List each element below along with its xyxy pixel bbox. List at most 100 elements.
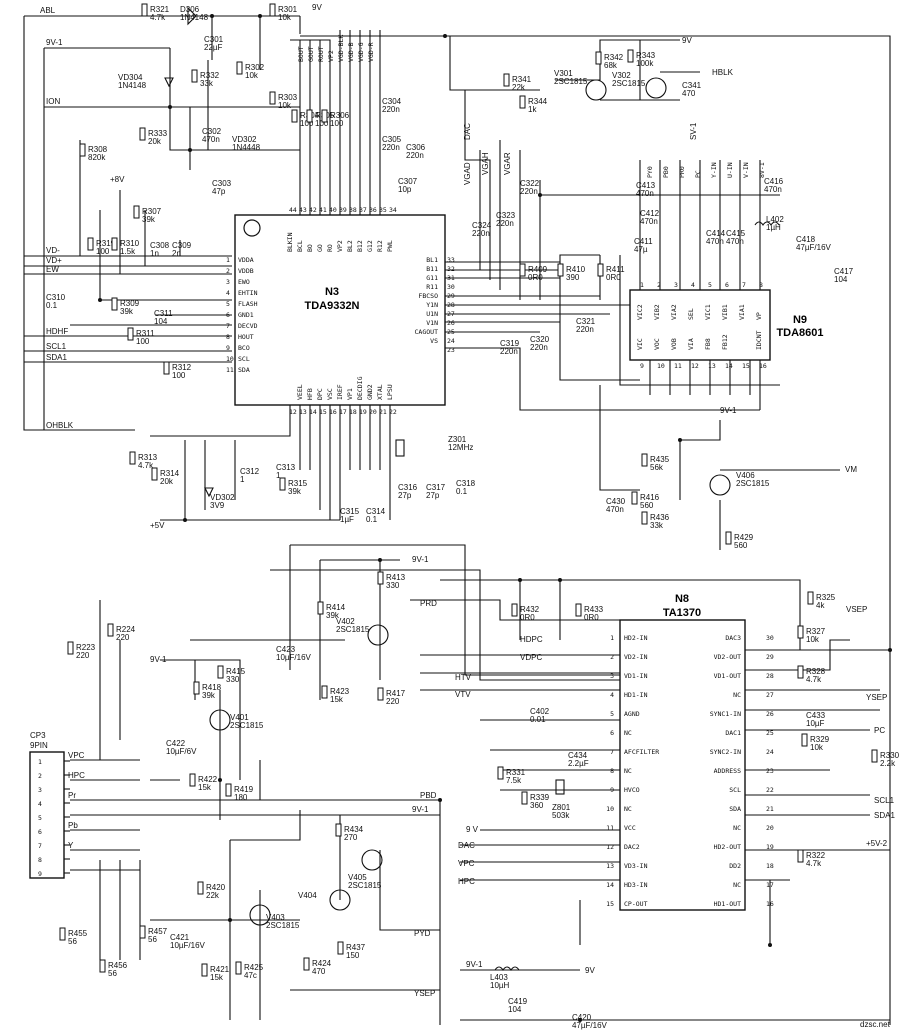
n3-pin-name: FLASH bbox=[238, 300, 258, 308]
resistor-ref: R455 bbox=[68, 929, 88, 938]
resistor-value: 100 bbox=[172, 371, 186, 380]
resistor-ref: R322 bbox=[806, 851, 826, 860]
n9-bus-label: PY0 bbox=[646, 166, 654, 178]
n3-pin-number: 9 bbox=[226, 344, 230, 352]
capacitor-ref: C303 bbox=[212, 179, 232, 188]
n3-pin-number: 35 bbox=[379, 206, 387, 214]
resistor-ref: R410 bbox=[566, 265, 586, 274]
resistor-value: 1.5k bbox=[120, 247, 136, 256]
capacitor-ref: C313 bbox=[276, 463, 296, 472]
resistor-value: 39k bbox=[142, 215, 156, 224]
resistor-value: 560 bbox=[640, 501, 654, 510]
resistor-value: 100 bbox=[330, 119, 344, 128]
n3-pin-number: 20 bbox=[369, 408, 377, 416]
n8-pin-number: 23 bbox=[766, 767, 774, 775]
capacitor-value: 470n bbox=[636, 189, 654, 198]
n8-left-pins: HD2-IN1VD2-IN2VD1-IN3HD1-IN4AGND5NC6AFCF… bbox=[606, 634, 659, 908]
net-plus8v: +8V bbox=[110, 175, 125, 184]
ic-n3: N3 TDA9332N VDDA1VDDB2EWO3EHTIN4FLASH5GN… bbox=[226, 206, 455, 416]
n8-pin-name: VD1-OUT bbox=[714, 672, 741, 680]
net-hdhf: HDHF bbox=[46, 327, 68, 336]
semiconductor-value: 2SC1815 bbox=[230, 721, 264, 730]
capacitor-value: 10p bbox=[398, 185, 412, 194]
net-vpc-n8: VPC bbox=[458, 859, 475, 868]
n3-pin-name: GND2 bbox=[366, 384, 374, 400]
n3-pin-number: 12 bbox=[289, 408, 297, 416]
resistor-ref: R309 bbox=[120, 299, 140, 308]
resistor-body bbox=[87, 237, 94, 251]
resistor-ref: R413 bbox=[386, 573, 406, 582]
capacitor-ref: C315 bbox=[340, 507, 360, 516]
n3-bus-label: VGD-G bbox=[357, 42, 365, 62]
n9-ref: N9 bbox=[793, 314, 807, 326]
resistor-value: 2.2k bbox=[880, 759, 896, 768]
resistor-body bbox=[269, 3, 276, 17]
resistor-value: 4.7k bbox=[138, 461, 154, 470]
n8-pin-name: CP-OUT bbox=[624, 900, 648, 908]
resistor-value: 10k bbox=[806, 635, 820, 644]
n9-bus-label: U-IN bbox=[726, 162, 734, 178]
resistor-ref: R301 bbox=[278, 5, 298, 14]
capacitor-ref: C321 bbox=[576, 317, 596, 326]
resistor-ref: R432 bbox=[520, 605, 540, 614]
n8-pin-name: DAC2 bbox=[624, 843, 640, 851]
resistor-body bbox=[129, 451, 136, 465]
capacitor-value: 47µ bbox=[634, 245, 648, 254]
n9-pin-number: 7 bbox=[742, 281, 746, 289]
n3-pin-name: DECVD bbox=[238, 322, 258, 330]
n3-pin-number: 1 bbox=[226, 256, 230, 264]
resistor-ref: R415 bbox=[226, 667, 246, 676]
n3-pin-number: 41 bbox=[319, 206, 327, 214]
resistor-value: 100 bbox=[300, 119, 314, 128]
n8-pin-number: 4 bbox=[610, 691, 614, 699]
semiconductor-value: 2SC1815 bbox=[336, 625, 370, 634]
capacitor-value: 2n bbox=[172, 249, 181, 258]
n8-pin-number: 30 bbox=[766, 634, 774, 642]
resistor-body bbox=[321, 109, 328, 123]
n8-pin-number: 7 bbox=[610, 748, 614, 756]
n3-pin-name: DPC bbox=[316, 388, 324, 400]
n3-bus-label: GOUT bbox=[307, 46, 315, 62]
n8-pin-name: VCC bbox=[624, 824, 636, 832]
net-ew: EW bbox=[46, 265, 59, 274]
resistor-body bbox=[335, 823, 342, 837]
resistor-body bbox=[497, 766, 504, 780]
net-hdpc: HDPC bbox=[520, 635, 543, 644]
semiconductor-ref: V302 bbox=[612, 71, 631, 80]
net-sv-1: SV-1 bbox=[689, 122, 698, 140]
capacitor-ref: C433 bbox=[806, 711, 826, 720]
semiconductor-value: 2SC1815 bbox=[736, 479, 770, 488]
net-pyd: PYD bbox=[414, 929, 431, 938]
capacitor-ref: C430 bbox=[606, 497, 626, 506]
resistor-ref: R420 bbox=[206, 883, 226, 892]
capacitor-value: 47µF/16V bbox=[796, 243, 832, 252]
net-plus5v-2: +5V-2 bbox=[866, 839, 888, 848]
n3-bus-label: BOUT bbox=[297, 46, 305, 62]
n3-pin-number: 5 bbox=[226, 300, 230, 308]
resistor-ref: R314 bbox=[160, 469, 180, 478]
semiconductor-value: 1N4448 bbox=[232, 143, 261, 152]
n8-pin-number: 5 bbox=[610, 710, 614, 718]
n3-bus-label: VGD-B bbox=[347, 42, 355, 62]
n9-pin-name: VIA bbox=[687, 338, 695, 350]
n9-part: TDA8601 bbox=[776, 327, 823, 339]
capacitor-ref: C418 bbox=[796, 235, 816, 244]
resistor-body bbox=[797, 625, 804, 639]
resistor-value: 47c bbox=[244, 971, 257, 980]
resistor-value: 56k bbox=[650, 463, 664, 472]
capacitor-ref: C316 bbox=[398, 483, 418, 492]
capacitor-ref: C306 bbox=[406, 143, 426, 152]
capacitor-value: 22µF bbox=[204, 43, 223, 52]
capacitor-value: 104 bbox=[834, 275, 848, 284]
n9-pin-name: SEL bbox=[687, 308, 695, 320]
capacitor-value: 0.01 bbox=[530, 715, 546, 724]
n3-pin-name: VEEL bbox=[296, 384, 304, 400]
n3-pin-name: PWL bbox=[386, 240, 394, 252]
n3-pin-name: B11 bbox=[426, 265, 438, 273]
resistor-ref: R418 bbox=[202, 683, 222, 692]
n9-pin-name: FB12 bbox=[721, 334, 729, 350]
n3-pin-name: Y1N bbox=[426, 301, 438, 309]
resistor-value: 20k bbox=[160, 477, 174, 486]
